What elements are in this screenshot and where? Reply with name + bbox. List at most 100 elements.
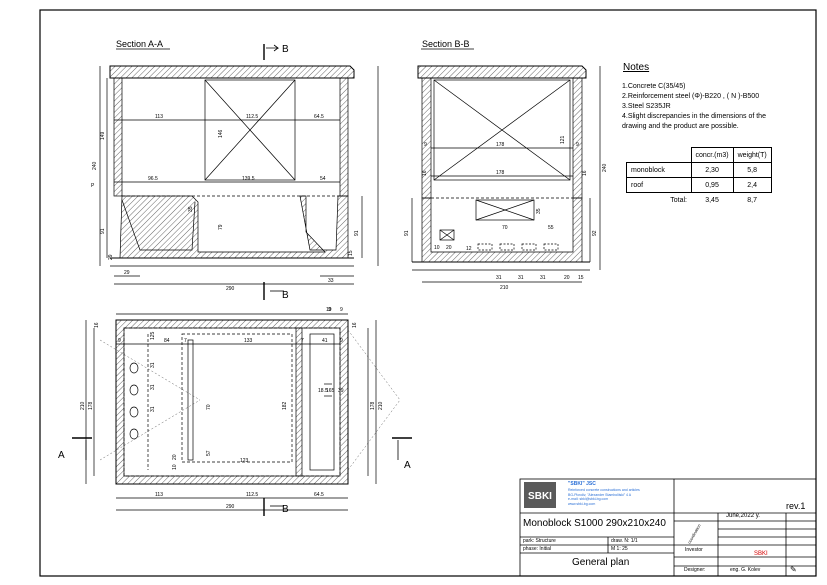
svg-text:91: 91 bbox=[354, 230, 360, 236]
svg-text:31: 31 bbox=[540, 275, 546, 281]
svg-text:182: 182 bbox=[282, 401, 288, 410]
svg-text:12: 12 bbox=[466, 246, 472, 252]
svg-text:31: 31 bbox=[496, 275, 502, 281]
svg-text:79: 79 bbox=[218, 224, 224, 230]
sheet-title: General plan bbox=[572, 557, 630, 568]
svg-text:A: A bbox=[404, 460, 411, 471]
table-row: roof 0,95 2,4 bbox=[626, 177, 772, 193]
svg-text:9: 9 bbox=[340, 338, 343, 344]
svg-text:55: 55 bbox=[548, 225, 554, 231]
svg-text:113: 113 bbox=[155, 492, 163, 498]
section-bb-title: Section B-B bbox=[422, 39, 470, 49]
svg-text:19: 19 bbox=[326, 307, 332, 313]
logo-text: SBKI bbox=[528, 491, 552, 502]
svg-text:15: 15 bbox=[348, 250, 354, 256]
section-aa-dims: 240 149 91 113 112.5 64.5 96.5 139.5 54 … bbox=[91, 114, 360, 292]
svg-text:20: 20 bbox=[172, 454, 178, 460]
svg-text:18.5: 18.5 bbox=[318, 388, 328, 394]
section-aa-cut-label: B bbox=[282, 44, 289, 55]
svg-text:10: 10 bbox=[434, 245, 440, 251]
date: June,2022 y. bbox=[726, 513, 760, 519]
plan-cut-labels: B B A A bbox=[58, 290, 411, 515]
svg-text:70: 70 bbox=[206, 404, 212, 410]
note-line: 1.Concrete C(35/45) bbox=[622, 83, 686, 90]
svg-text:240: 240 bbox=[602, 163, 608, 172]
designer-value: eng. G. Kolev bbox=[730, 567, 761, 573]
svg-text:149: 149 bbox=[100, 131, 106, 140]
svg-text:210: 210 bbox=[80, 401, 86, 410]
section-bb-dims: 240 178 121 9 9 178 16 16 91 92 70 55 35… bbox=[404, 135, 608, 291]
svg-text:70: 70 bbox=[502, 225, 508, 231]
svg-text:35: 35 bbox=[536, 208, 542, 214]
table-row: concr.(m3) weight(T) bbox=[626, 147, 772, 163]
signature-icon: ✎ bbox=[790, 565, 797, 574]
vertical-stamp: coordination bbox=[687, 523, 702, 544]
svg-text:P: P bbox=[91, 183, 95, 189]
product-title: Monoblock S1000 290x210x240 bbox=[523, 518, 666, 529]
header-concr: concr.(m3) bbox=[690, 147, 734, 163]
svg-text:16: 16 bbox=[582, 170, 588, 176]
svg-text:54: 54 bbox=[320, 176, 326, 182]
svg-text:123: 123 bbox=[240, 458, 249, 464]
svg-text:64.5: 64.5 bbox=[314, 114, 324, 120]
svg-text:210: 210 bbox=[378, 401, 384, 410]
designer-label: Designer: bbox=[684, 567, 706, 573]
company-details: Reinforced concrete constructions and ar… bbox=[568, 488, 640, 506]
draw-number: draw. N: 1/1 bbox=[611, 538, 638, 544]
svg-text:35: 35 bbox=[188, 206, 194, 212]
svg-text:31: 31 bbox=[150, 362, 156, 368]
svg-text:64.5: 64.5 bbox=[314, 492, 324, 498]
svg-text:290: 290 bbox=[226, 286, 235, 292]
svg-text:31: 31 bbox=[150, 384, 156, 390]
plan-view bbox=[72, 282, 412, 516]
header-weight: weight(T) bbox=[732, 147, 772, 163]
svg-text:41: 41 bbox=[322, 338, 328, 344]
svg-text:91: 91 bbox=[100, 228, 106, 234]
investor-label: Investor bbox=[685, 547, 703, 553]
svg-text:39: 39 bbox=[338, 388, 344, 394]
revision: rev.1 bbox=[786, 501, 806, 511]
company-name: "SBKI" JSC bbox=[568, 481, 596, 487]
svg-text:290: 290 bbox=[226, 504, 235, 510]
svg-text:9: 9 bbox=[118, 338, 121, 344]
section-aa-title: Section A-A bbox=[116, 39, 163, 49]
svg-text:A: A bbox=[58, 450, 65, 461]
svg-text:178: 178 bbox=[496, 170, 505, 176]
svg-text:coordination: coordination bbox=[687, 523, 702, 544]
svg-text:16: 16 bbox=[422, 170, 428, 176]
svg-text:33: 33 bbox=[328, 278, 334, 284]
svg-text:133: 133 bbox=[244, 338, 253, 344]
svg-text:96.5: 96.5 bbox=[148, 176, 158, 182]
notes-list: 1.Concrete C(35/45) 2.Reinforcement stee… bbox=[622, 82, 766, 132]
table-row: monoblock 2,30 5,8 bbox=[626, 162, 772, 178]
svg-text:20: 20 bbox=[564, 275, 570, 281]
svg-text:16: 16 bbox=[94, 322, 100, 328]
note-line: drawing and the product are possible. bbox=[622, 123, 739, 130]
svg-text:9: 9 bbox=[424, 142, 427, 148]
company-logo: SBKI bbox=[524, 482, 556, 508]
svg-text:B: B bbox=[282, 504, 289, 515]
svg-text:92: 92 bbox=[592, 230, 598, 236]
svg-text:112.5: 112.5 bbox=[246, 492, 258, 498]
svg-text:125: 125 bbox=[150, 331, 156, 340]
svg-text:20: 20 bbox=[446, 245, 452, 251]
svg-text:84: 84 bbox=[164, 338, 170, 344]
note-line: 3.Steel S235JR bbox=[622, 103, 671, 110]
svg-text:9: 9 bbox=[576, 142, 579, 148]
svg-text:91: 91 bbox=[404, 230, 410, 236]
note-line: 2.Reinforcement steel (Φ)-B220 , ( N )-B… bbox=[622, 93, 760, 100]
weights-table: concr.(m3) weight(T) monoblock 2,30 5,8 … bbox=[626, 147, 772, 207]
table-row: Total: 3,45 8,7 bbox=[670, 196, 758, 204]
svg-text:121: 121 bbox=[560, 135, 566, 144]
svg-text:178: 178 bbox=[496, 142, 505, 148]
svg-text:B: B bbox=[282, 290, 289, 301]
svg-text:178: 178 bbox=[88, 401, 94, 410]
svg-text:29: 29 bbox=[108, 254, 114, 260]
phase-label: phase: Initial bbox=[523, 546, 552, 552]
section-bb bbox=[411, 48, 601, 283]
notes-title: Notes bbox=[623, 62, 650, 73]
svg-text:178: 178 bbox=[370, 401, 376, 410]
section-aa bbox=[99, 44, 379, 285]
svg-text:139.5: 139.5 bbox=[242, 176, 255, 182]
